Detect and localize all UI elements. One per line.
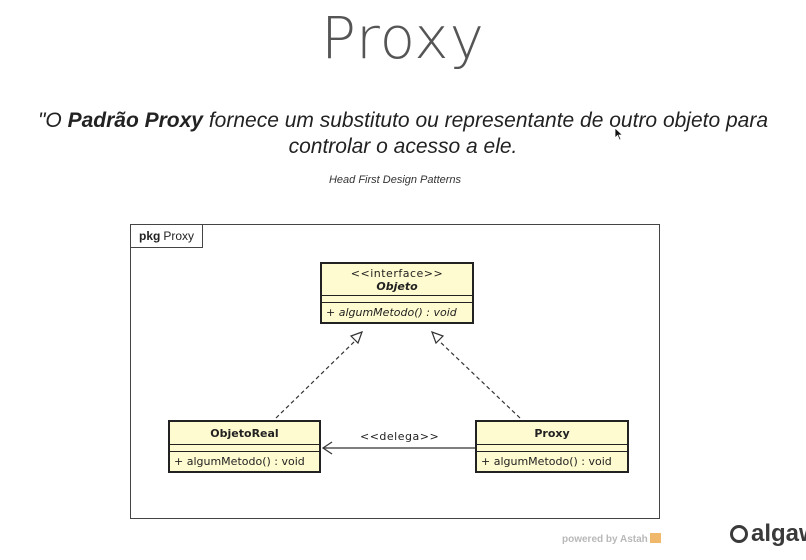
slide-title: Proxy — [321, 4, 485, 72]
pkg-keyword: pkg — [139, 229, 161, 243]
quote-rest: fornece um substituto ou representante d… — [203, 109, 769, 158]
pkg-name: Proxy — [163, 229, 195, 243]
attribute-compartment — [477, 445, 627, 452]
attribute-compartment — [322, 296, 472, 303]
brand-name: algaw — [751, 520, 806, 547]
class-objetoreal: ObjetoReal + algumMetodo() : void — [168, 420, 321, 473]
class-proxy: Proxy + algumMetodo() : void — [475, 420, 629, 473]
definition-quote: "O Padrão Proxy fornece um substituto ou… — [20, 108, 786, 160]
quote-source: Head First Design Patterns — [328, 174, 462, 186]
quote-bold-term: Padrão Proxy — [67, 109, 203, 132]
proxy-name: Proxy — [534, 427, 570, 440]
quote-open: "O — [37, 109, 68, 132]
interface-objeto: <<interface>> Objeto + algumMetodo() : v… — [320, 262, 474, 324]
objetoreal-name: ObjetoReal — [210, 427, 279, 440]
proxy-operation: + algumMetodo() : void — [481, 455, 612, 468]
astah-logo-icon — [649, 533, 661, 543]
brand-logo-icon — [730, 525, 748, 543]
powered-by-text: powered by Astah — [562, 534, 648, 545]
attribute-compartment — [170, 445, 319, 452]
interface-stereotype: <<interface>> — [350, 267, 444, 280]
powered-by-astah: powered by Astah — [562, 533, 661, 545]
objetoreal-operation: + algumMetodo() : void — [174, 455, 305, 468]
interface-operation: + algumMetodo() : void — [326, 306, 457, 319]
mouse-pointer-icon — [614, 127, 624, 141]
brand-logo: algaw — [730, 520, 806, 548]
delega-label: <<delega>> — [360, 430, 440, 443]
interface-name: Objeto — [376, 280, 418, 293]
